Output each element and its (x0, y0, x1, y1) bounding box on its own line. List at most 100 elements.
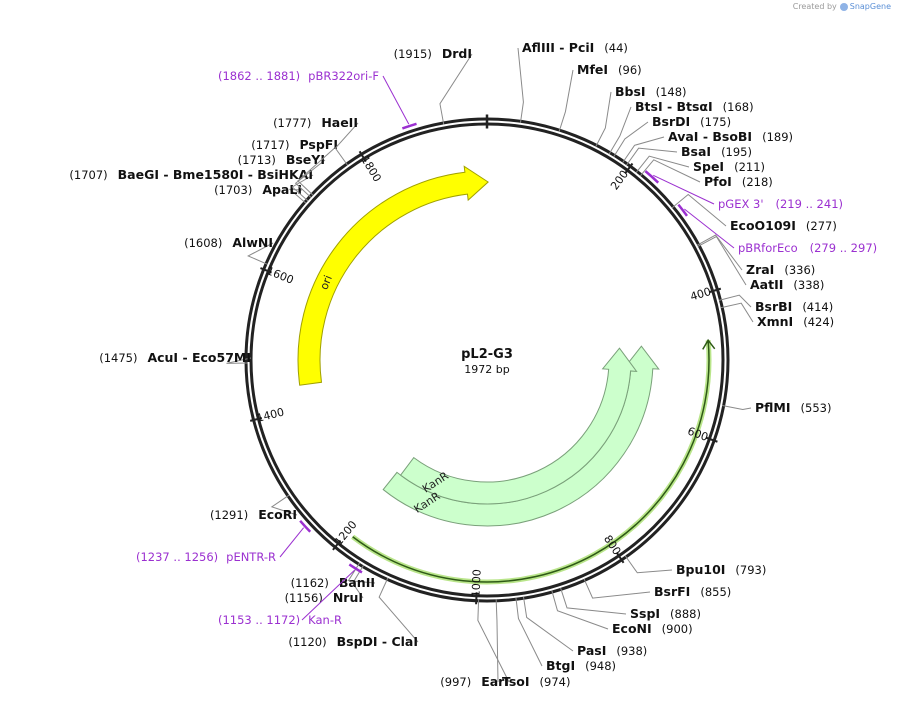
site-name: AlwNI (232, 235, 273, 250)
site-name: AatII (750, 277, 783, 292)
site-name: EcoO109I (730, 218, 796, 233)
restriction-site[interactable]: Bpu10I(793) (624, 555, 766, 577)
restriction-site[interactable]: MfeI(96) (558, 62, 642, 132)
restriction-site[interactable]: XmnI(424) (720, 302, 834, 329)
restriction-site[interactable]: (1475)AcuI - Eco57MI (99, 350, 252, 365)
site-leader-line (477, 599, 510, 683)
primer-site[interactable]: pGEX 3'(219 .. 241) (644, 170, 843, 211)
primer-site[interactable]: (1153 .. 1172)Kan-R (218, 563, 363, 627)
site-position: (218) (742, 175, 773, 189)
site-leader-line (522, 596, 574, 652)
site-leader-line (671, 193, 727, 227)
restriction-site[interactable]: SspI(888) (560, 587, 701, 621)
restriction-site[interactable]: EcoNI(900) (551, 590, 693, 636)
restriction-site[interactable]: AvaI - BsoBI(189) (622, 129, 793, 163)
site-leader-line (517, 47, 524, 123)
primer-site[interactable]: (1862 .. 1881)pBR322ori-F (218, 69, 417, 130)
site-position: (1608) (184, 236, 222, 250)
restriction-site[interactable]: (1777) HaeII (273, 115, 359, 166)
site-name: XmnI (757, 314, 793, 329)
restriction-site[interactable]: PflMI(553) (722, 400, 831, 415)
tick-mark (358, 150, 367, 163)
primer-site[interactable]: pBRforEco (279 .. 297) (677, 203, 877, 255)
site-position: (997) (440, 675, 471, 689)
site-layer: AflIII - PciI(44)MfeI(96)BbsI(148)BtsI -… (69, 40, 836, 689)
restriction-site[interactable]: BsaI(195) (626, 144, 752, 166)
site-name: SspI (630, 606, 660, 621)
primer-name: pBRforEco (738, 241, 798, 255)
restriction-site[interactable]: (1707)BaeGI - Bme1580I - BsiHKAI (69, 167, 314, 202)
site-name: NruI (333, 590, 363, 605)
site-position: (974) (540, 675, 571, 689)
site-name: BsrFI (654, 584, 690, 599)
site-name: HaeII (321, 115, 358, 130)
restriction-site[interactable]: BsrDI(175) (613, 114, 731, 158)
site-label: EcoO109I(277) (730, 218, 837, 233)
primer-site[interactable]: (1237 .. 1256)pENTR-R (136, 519, 312, 564)
feature-kanr-arrow[interactable] (399, 347, 638, 505)
primer-range: (279 .. 297) (810, 241, 878, 255)
restriction-site[interactable]: BtsI - BtsαI(168) (608, 99, 754, 155)
site-position: (1120) (288, 635, 326, 649)
site-leader-line (583, 578, 651, 599)
restriction-site[interactable]: (1291)EcoRI (210, 494, 298, 522)
restriction-site[interactable]: AflIII - PciI(44) (517, 40, 628, 123)
restriction-site[interactable]: AatII(338) (697, 235, 824, 292)
site-leader-line (515, 597, 543, 667)
restriction-site[interactable]: SpeI(211) (635, 155, 765, 174)
primer-bar (299, 519, 312, 533)
primer-label: (1153 .. 1172)Kan-R (218, 613, 342, 627)
credit-prefix: Created by (792, 2, 837, 11)
site-label: PfoI(218) (704, 174, 773, 189)
site-leader-line (226, 357, 252, 364)
restriction-site[interactable]: TsoI (974) (495, 599, 571, 689)
site-leader-line (624, 555, 673, 574)
restriction-site[interactable]: EcoO109I(277) (671, 193, 837, 233)
site-leader-line (297, 144, 339, 196)
restriction-site[interactable]: PfoI(218) (639, 159, 773, 189)
site-label: (1717)PspFI (251, 137, 338, 152)
restriction-site[interactable]: (1915)DrdI (394, 46, 473, 125)
restriction-site[interactable]: BsrBI(414) (718, 294, 833, 314)
restriction-site[interactable]: (1608) AlwNI (184, 235, 274, 265)
site-position: (1777) (273, 116, 311, 130)
primer-leader-line (301, 569, 355, 621)
restriction-site[interactable]: (997)EarI (440, 599, 510, 689)
site-leader-line (608, 106, 632, 155)
site-leader-line (622, 136, 665, 163)
site-position: (1703) (214, 183, 252, 197)
site-name: TsoI (502, 674, 530, 689)
site-label: (1291)EcoRI (210, 507, 297, 522)
primer-label: pGEX 3'(219 .. 241) (718, 197, 843, 211)
restriction-site[interactable]: (1120)BspDI - ClaI (288, 577, 419, 649)
tick-label: 400 (689, 285, 713, 304)
site-label: (1707)BaeGI - Bme1580I - BsiHKAI (69, 167, 313, 182)
site-position: (175) (700, 115, 731, 129)
site-label: (1608) AlwNI (184, 235, 273, 250)
restriction-site[interactable]: ZraI(336) (696, 234, 815, 277)
restriction-site[interactable]: BbsI(148) (595, 84, 687, 147)
feature-ori-arrow[interactable] (297, 165, 489, 386)
restriction-site[interactable]: (1703)ApaLI (214, 182, 307, 204)
primer-label: pBRforEco (279 .. 297) (738, 241, 877, 255)
site-leader-line (697, 235, 747, 286)
restriction-site[interactable]: BsrFI(855) (583, 578, 731, 599)
primer-bar (401, 122, 417, 130)
site-position: (938) (616, 644, 647, 658)
restriction-site[interactable]: BtgI(948) (515, 597, 616, 673)
restriction-site[interactable]: (1717)PspFI (251, 137, 339, 196)
site-leader-line (626, 147, 678, 166)
site-position: (900) (662, 622, 693, 636)
site-position: (148) (656, 85, 687, 99)
restriction-site[interactable]: (1713)BseYI (238, 152, 326, 198)
restriction-site[interactable]: PasI(938) (522, 596, 647, 658)
feature-label-ori: ori (317, 273, 334, 291)
site-name: PspFI (299, 137, 338, 152)
kanr-backbone-highlight (351, 340, 712, 585)
site-leader-line (560, 587, 627, 615)
tick-mark (249, 416, 263, 422)
restriction-site[interactable]: (1162)BanII (291, 562, 376, 590)
tick-mark (705, 436, 718, 443)
restriction-site[interactable]: (1156)NruI (285, 564, 364, 605)
